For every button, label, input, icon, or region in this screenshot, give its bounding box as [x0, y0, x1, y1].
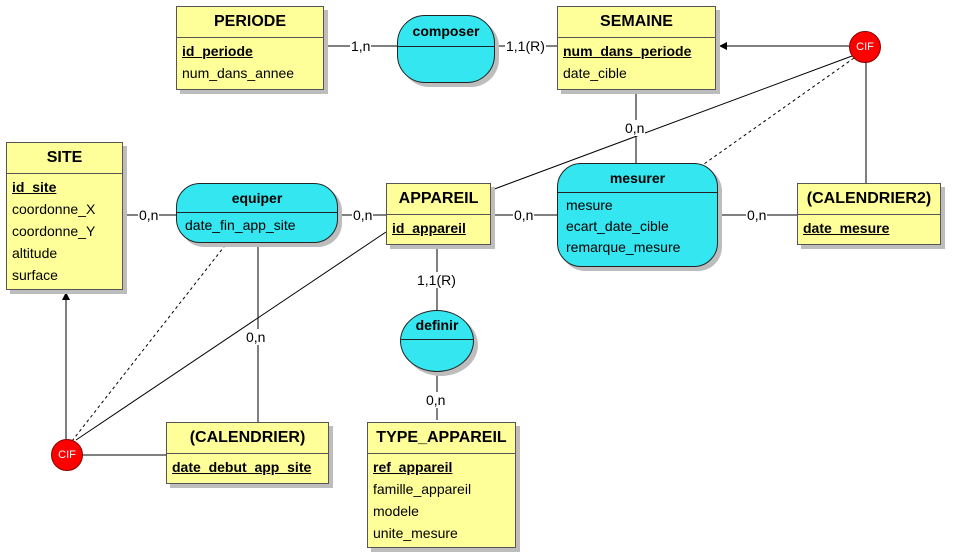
- cif-bottom-left: CIF: [51, 439, 83, 471]
- entity-periode-attr: num_dans_annee: [182, 65, 295, 81]
- cif-top-right: CIF: [849, 31, 881, 63]
- association-equiper-attr: date_fin_app_site: [185, 217, 296, 233]
- entity-site-attr: surface: [12, 267, 58, 283]
- cardinality-appareil-mesurer: 0,n: [513, 207, 535, 223]
- entity-periode-key: id_periode: [182, 43, 253, 59]
- entity-type-appareil-attr: unite_mesure: [373, 525, 458, 541]
- entity-site-title: SITE: [7, 143, 122, 174]
- entity-calendrier: (CALENDRIER) date_debut_app_site: [166, 422, 329, 484]
- association-equiper: equiper date_fin_app_site: [176, 183, 338, 243]
- entity-appareil-key: id_appareil: [392, 220, 466, 236]
- entity-calendrier2-key: date_mesure: [803, 220, 890, 236]
- entity-semaine-attr: date_cible: [563, 65, 627, 81]
- entity-appareil: APPAREIL id_appareil: [386, 183, 491, 245]
- entity-type-appareil-attr: modele: [373, 503, 419, 519]
- entity-periode-title: PERIODE: [177, 7, 323, 38]
- association-mesurer: mesurer mesure ecart_date_cible remarque…: [557, 163, 718, 267]
- association-composer-title: composer: [398, 16, 494, 47]
- entity-calendrier-title: (CALENDRIER): [167, 423, 328, 454]
- entity-type-appareil-key: ref_appareil: [373, 459, 453, 475]
- cardinality-calendrier-equiper: 0,n: [245, 329, 267, 345]
- entity-type-appareil-attr: famille_appareil: [373, 481, 472, 497]
- entity-site-attr: coordonne_Y: [12, 223, 96, 239]
- association-composer: composer: [397, 15, 495, 83]
- entity-site-attr: coordonne_X: [12, 201, 96, 217]
- entity-calendrier2: (CALENDRIER2) date_mesure: [797, 183, 941, 245]
- association-equiper-title: equiper: [177, 184, 337, 213]
- association-definir-title: definir: [401, 311, 473, 340]
- entity-site-attr: altitude: [12, 245, 58, 261]
- association-definir: definir: [400, 310, 474, 372]
- association-mesurer-title: mesurer: [558, 164, 717, 193]
- entity-calendrier-key: date_debut_app_site: [172, 459, 312, 475]
- entity-type-appareil-title: TYPE_APPAREIL: [368, 423, 515, 454]
- cardinality-appareil-equiper: 0,n: [352, 207, 374, 223]
- cardinality-periode-composer: 1,n: [350, 38, 372, 54]
- entity-appareil-title: APPAREIL: [387, 184, 490, 215]
- association-mesurer-attr: remarque_mesure: [566, 239, 681, 255]
- entity-semaine: SEMAINE num_dans_periode date_cible: [557, 6, 716, 90]
- cardinality-appareil-definir: 1,1(R): [416, 272, 457, 288]
- entity-site: SITE id_site coordonne_X coordonne_Y alt…: [6, 142, 123, 290]
- entity-periode: PERIODE id_periode num_dans_annee: [176, 6, 324, 90]
- cardinality-type-definir: 0,n: [425, 392, 447, 408]
- cardinality-semaine-composer: 1,1(R): [505, 38, 546, 54]
- entity-semaine-title: SEMAINE: [558, 7, 715, 38]
- cardinality-calendrier2-mesurer: 0,n: [746, 207, 768, 223]
- entity-site-key: id_site: [12, 179, 57, 195]
- cardinality-semaine-mesurer: 0,n: [624, 120, 646, 136]
- cardinality-site-equiper: 0,n: [138, 207, 160, 223]
- entity-semaine-key: num_dans_periode: [563, 43, 692, 59]
- entity-calendrier2-title: (CALENDRIER2): [798, 184, 940, 215]
- entity-type-appareil: TYPE_APPAREIL ref_appareil famille_appar…: [367, 422, 516, 548]
- association-mesurer-attr: ecart_date_cible: [566, 218, 669, 234]
- association-mesurer-attr: mesure: [566, 197, 613, 213]
